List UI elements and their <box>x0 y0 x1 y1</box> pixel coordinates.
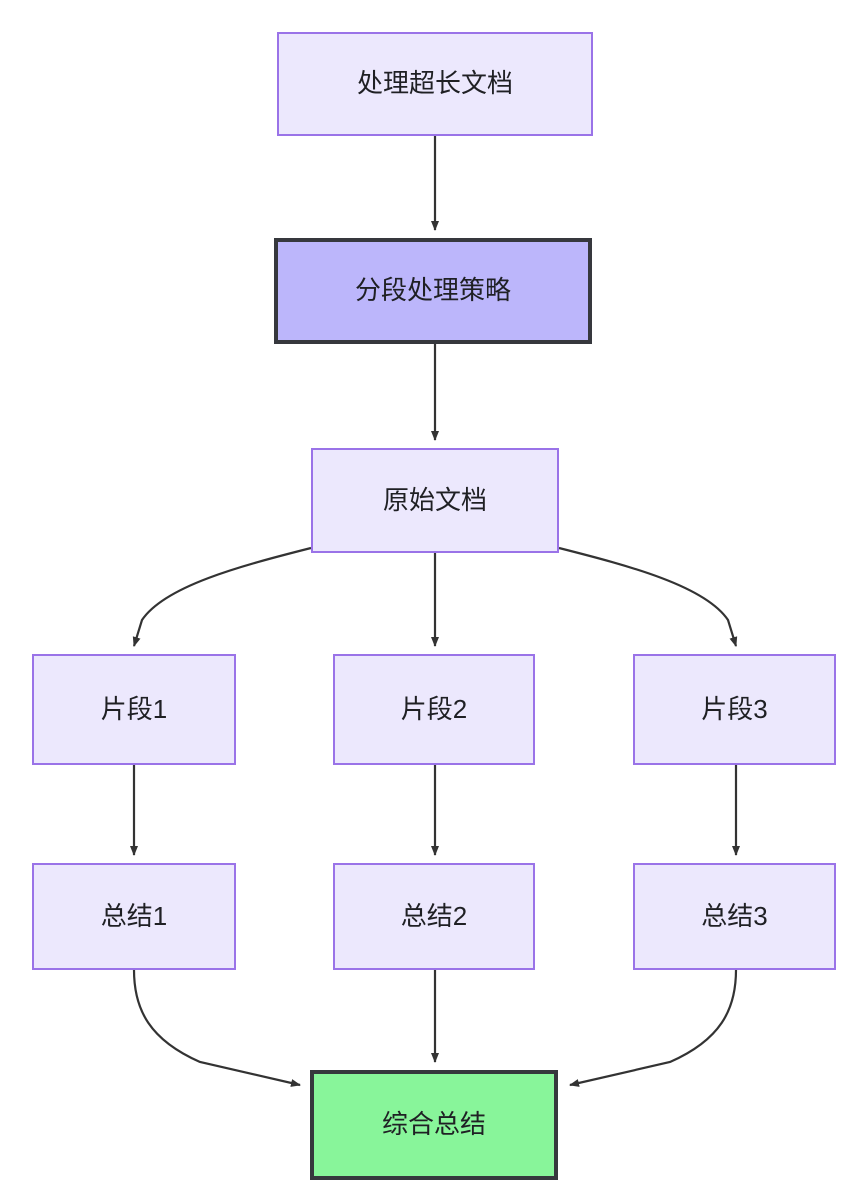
edge-source-to-chunk1 <box>132 546 312 647</box>
node-label: 总结1 <box>100 900 168 931</box>
node-label: 处理超长文档 <box>356 68 513 99</box>
node-chunk-1[interactable]: 片段1 <box>32 654 236 765</box>
node-chunk-3[interactable]: 片段3 <box>633 654 836 765</box>
edge-sum1-to-final <box>132 969 301 1087</box>
node-label: 片段1 <box>100 693 168 724</box>
node-label: 片段3 <box>701 693 768 724</box>
node-label: 总结2 <box>400 900 468 931</box>
node-summary-3[interactable]: 总结3 <box>633 863 836 970</box>
node-label: 综合总结 <box>381 1109 486 1140</box>
edge-source-to-chunk3 <box>558 546 738 647</box>
node-process-long-document[interactable]: 处理超长文档 <box>277 32 593 136</box>
node-label: 总结3 <box>701 900 768 931</box>
edge-sum3-to-final <box>569 969 738 1087</box>
node-label: 原始文档 <box>382 484 487 515</box>
node-source-document[interactable]: 原始文档 <box>311 448 559 553</box>
node-summary-1[interactable]: 总结1 <box>32 863 236 970</box>
node-chunking-strategy[interactable]: 分段处理策略 <box>274 238 592 344</box>
node-chunk-2[interactable]: 片段2 <box>333 654 535 765</box>
node-label: 分段处理策略 <box>354 275 511 306</box>
node-comprehensive-summary[interactable]: 综合总结 <box>310 1070 558 1180</box>
node-summary-2[interactable]: 总结2 <box>333 863 535 970</box>
node-label: 片段2 <box>400 693 468 724</box>
